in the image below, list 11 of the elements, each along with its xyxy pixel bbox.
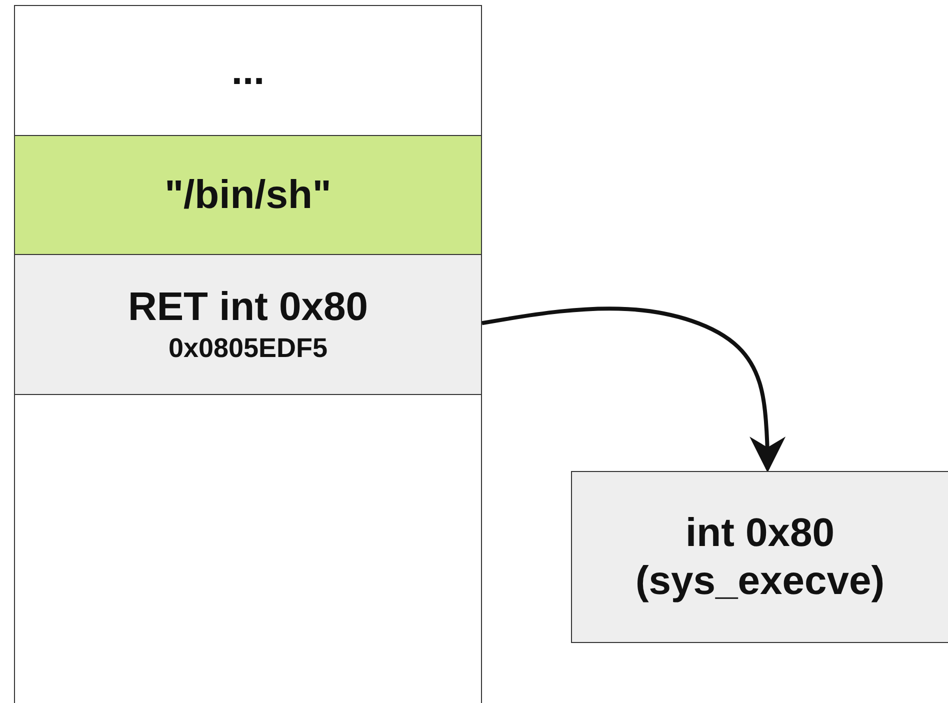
cell-label: int 0x80 (sys_execve) (634, 510, 886, 605)
process-box (571, 471, 948, 643)
address-label: 0x0805EDF5 (168, 332, 328, 365)
stack-cell (14, 135, 482, 255)
empty-stack-cell (14, 394, 482, 703)
cell-label: ... (231, 48, 265, 94)
cell-label: "/bin/sh" (164, 172, 332, 219)
stack-cell (14, 5, 482, 136)
stack-cell (14, 254, 482, 395)
curved-arrow (482, 306, 786, 473)
cell-label: RET int 0x80 (128, 284, 368, 331)
